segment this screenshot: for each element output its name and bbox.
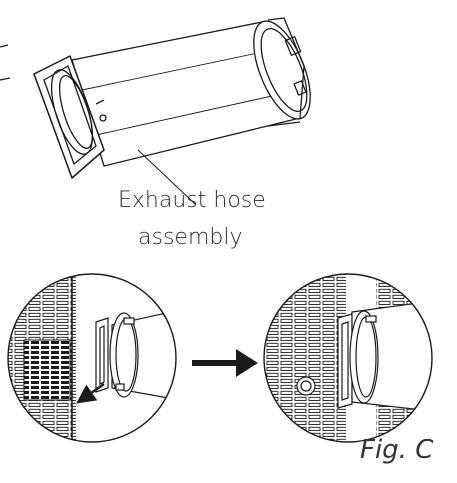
detail-circle-right bbox=[263, 273, 433, 443]
figure-caption: Fig. C bbox=[360, 435, 434, 465]
transition-arrow bbox=[192, 349, 258, 377]
assembly-label: assembly bbox=[138, 225, 243, 250]
detail-circle-left bbox=[7, 273, 177, 443]
exhaust-hose-label: Exhaust hose bbox=[118, 188, 266, 213]
exhaust-hose-assembly bbox=[0, 17, 311, 205]
